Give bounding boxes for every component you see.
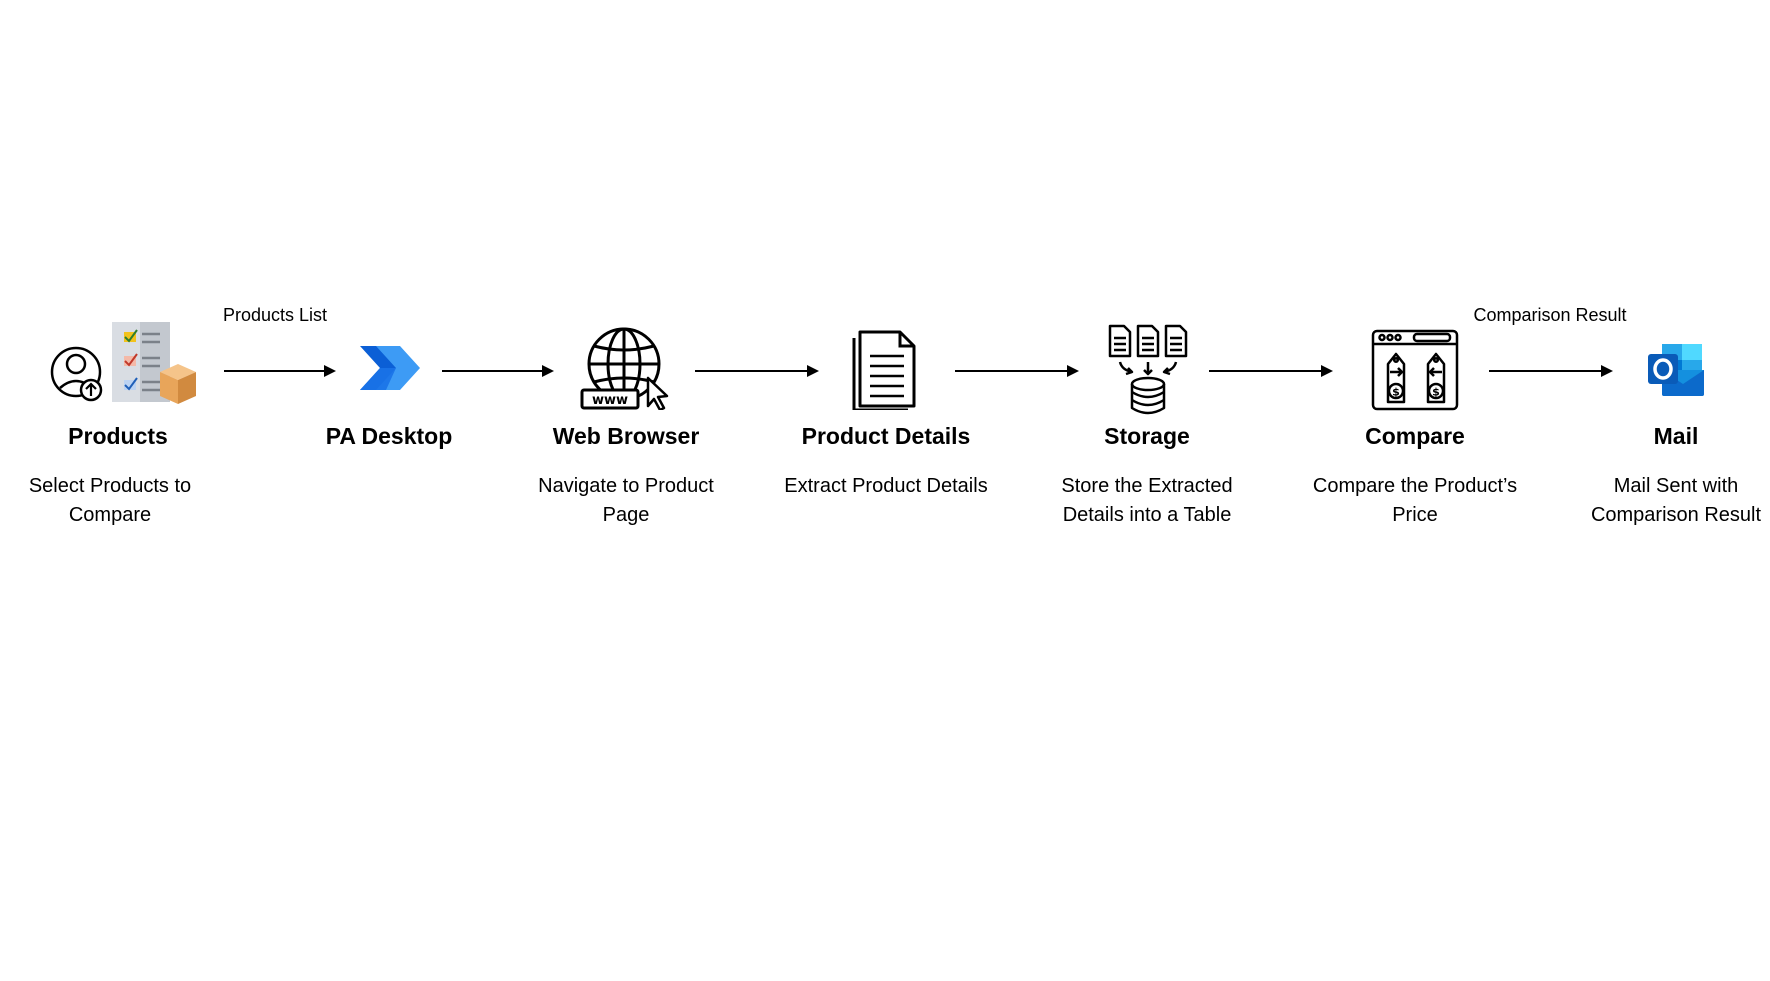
- arrow-compare-to-mail: [1489, 365, 1613, 377]
- svg-text:$: $: [1392, 386, 1400, 399]
- price-tags-compare-icon: $ $: [1370, 328, 1460, 412]
- step-desc-storage: Store the Extracted Details into a Table: [1061, 475, 1233, 526]
- power-automate-logo: [358, 342, 422, 396]
- step-desc-products: Select Products to Compare: [28, 475, 192, 526]
- document-icon: [852, 328, 918, 412]
- step-desc-mail: Mail Sent with Comparison Result: [1590, 475, 1762, 526]
- step-title-products: Products: [68, 423, 168, 449]
- step-desc-compare: Compare the Product’s Price: [1312, 475, 1518, 526]
- arrow-web-browser-to-product-details: [695, 365, 819, 377]
- globe-www-cursor-icon: www: [580, 326, 672, 412]
- arrow-storage-to-compare: [1209, 365, 1333, 377]
- step-title-compare: Compare: [1365, 423, 1465, 449]
- step-title-storage: Storage: [1104, 423, 1190, 449]
- products-checklist-icon: [48, 318, 198, 408]
- arrow-product-details-to-storage: [955, 365, 1079, 377]
- step-title-web-browser: Web Browser: [552, 423, 700, 449]
- documents-to-database-icon: [1106, 322, 1190, 416]
- arrow-label-products-list: Products List: [222, 305, 328, 325]
- step-desc-web-browser: Navigate to Product Page: [538, 475, 714, 526]
- arrow-label-comparison-result: Comparison Result: [1473, 305, 1627, 325]
- step-title-mail: Mail: [1653, 423, 1699, 449]
- step-title-pa-desktop: PA Desktop: [325, 423, 453, 449]
- svg-text:www: www: [592, 393, 628, 408]
- svg-text:$: $: [1432, 386, 1440, 399]
- step-title-product-details: Product Details: [801, 423, 971, 449]
- arrow-products-to-pa-desktop: [224, 365, 336, 377]
- step-desc-product-details: Extract Product Details: [784, 475, 988, 497]
- outlook-logo: [1646, 342, 1706, 398]
- arrow-pa-desktop-to-web-browser: [442, 365, 554, 377]
